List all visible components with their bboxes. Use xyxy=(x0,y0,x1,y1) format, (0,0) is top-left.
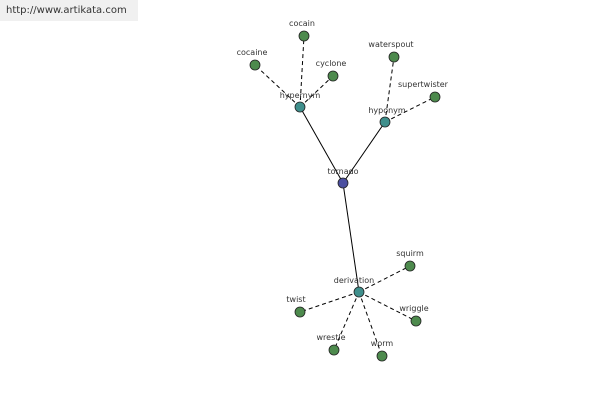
nodes-layer: tornado hypernym hyponym derivation cocain co… xyxy=(237,19,449,362)
node-circle-cocain[interactable] xyxy=(298,30,310,42)
url-bar: http://www.artikata.com xyxy=(0,0,138,21)
node-label-cocain: cocain xyxy=(289,19,315,28)
node-label-supertwister: supertwister xyxy=(398,80,449,89)
edge-derivation-wrestle xyxy=(333,291,360,351)
node-hypernym[interactable]: hypernym xyxy=(280,91,321,113)
node-label-twist: twist xyxy=(286,295,305,304)
node-circle-wriggle[interactable] xyxy=(410,315,422,327)
node-squirm[interactable]: squirm xyxy=(396,249,424,272)
node-worm[interactable]: worm xyxy=(371,339,394,362)
node-hyponym[interactable]: hyponym xyxy=(368,106,406,128)
node-circle-cyclone[interactable] xyxy=(327,70,339,82)
node-circle-hypernym[interactable] xyxy=(294,101,306,113)
node-circle-supertwister[interactable] xyxy=(429,91,441,103)
node-circle-derivation[interactable] xyxy=(353,286,365,298)
node-circle-squirm[interactable] xyxy=(404,260,416,272)
node-label-squirm: squirm xyxy=(396,249,424,258)
edge-hypernym-cyclone xyxy=(299,75,334,108)
edge-tornado-hypernym xyxy=(299,106,344,184)
node-cyclone[interactable]: cyclone xyxy=(316,59,347,82)
edge-hyponym-waterspout xyxy=(384,56,395,123)
node-cocaine[interactable]: cocaine xyxy=(237,48,268,71)
node-circle-tornado[interactable] xyxy=(337,177,349,189)
node-label-waterspout: waterspout xyxy=(368,40,413,49)
node-supertwister[interactable]: supertwister xyxy=(398,80,449,103)
edge-tornado-hyponym xyxy=(342,121,386,184)
edge-hypernym-cocaine xyxy=(254,64,301,108)
edge-hyponym-supertwister xyxy=(384,96,436,123)
node-wriggle[interactable]: wriggle xyxy=(399,304,429,327)
edge-tornado-derivation xyxy=(342,182,360,293)
edge-hypernym-cocain xyxy=(299,35,305,108)
node-twist[interactable]: twist xyxy=(286,295,306,318)
node-circle-hyponym[interactable] xyxy=(379,116,391,128)
node-circle-worm[interactable] xyxy=(376,350,388,362)
node-label-wrestle: wrestle xyxy=(316,333,345,342)
edges-layer xyxy=(254,35,436,357)
node-cocain[interactable]: cocain xyxy=(289,19,315,42)
node-derivation[interactable]: derivation xyxy=(334,276,374,298)
node-wrestle[interactable]: wrestle xyxy=(316,333,346,356)
node-circle-cocaine[interactable] xyxy=(249,59,261,71)
edge-derivation-twist xyxy=(299,291,360,313)
node-label-worm: worm xyxy=(371,339,394,348)
node-label-wriggle: wriggle xyxy=(399,304,428,313)
node-circle-waterspout[interactable] xyxy=(388,51,400,63)
node-circle-wrestle[interactable] xyxy=(328,344,340,356)
node-circle-twist[interactable] xyxy=(294,306,306,318)
node-label-derivation: derivation xyxy=(334,276,374,285)
node-tornado[interactable]: tornado xyxy=(327,167,359,189)
node-label-hyponym: hyponym xyxy=(368,106,406,115)
edge-derivation-squirm xyxy=(358,265,411,293)
node-label-tornado: tornado xyxy=(327,167,358,176)
site-url-link[interactable]: http://www.artikata.com xyxy=(6,5,127,16)
node-label-hypernym: hypernym xyxy=(280,91,321,100)
node-label-cocaine: cocaine xyxy=(237,48,268,57)
edge-derivation-wriggle xyxy=(358,291,417,322)
edge-derivation-worm xyxy=(358,291,383,357)
node-label-cyclone: cyclone xyxy=(316,59,347,68)
node-waterspout[interactable]: waterspout xyxy=(368,40,414,63)
